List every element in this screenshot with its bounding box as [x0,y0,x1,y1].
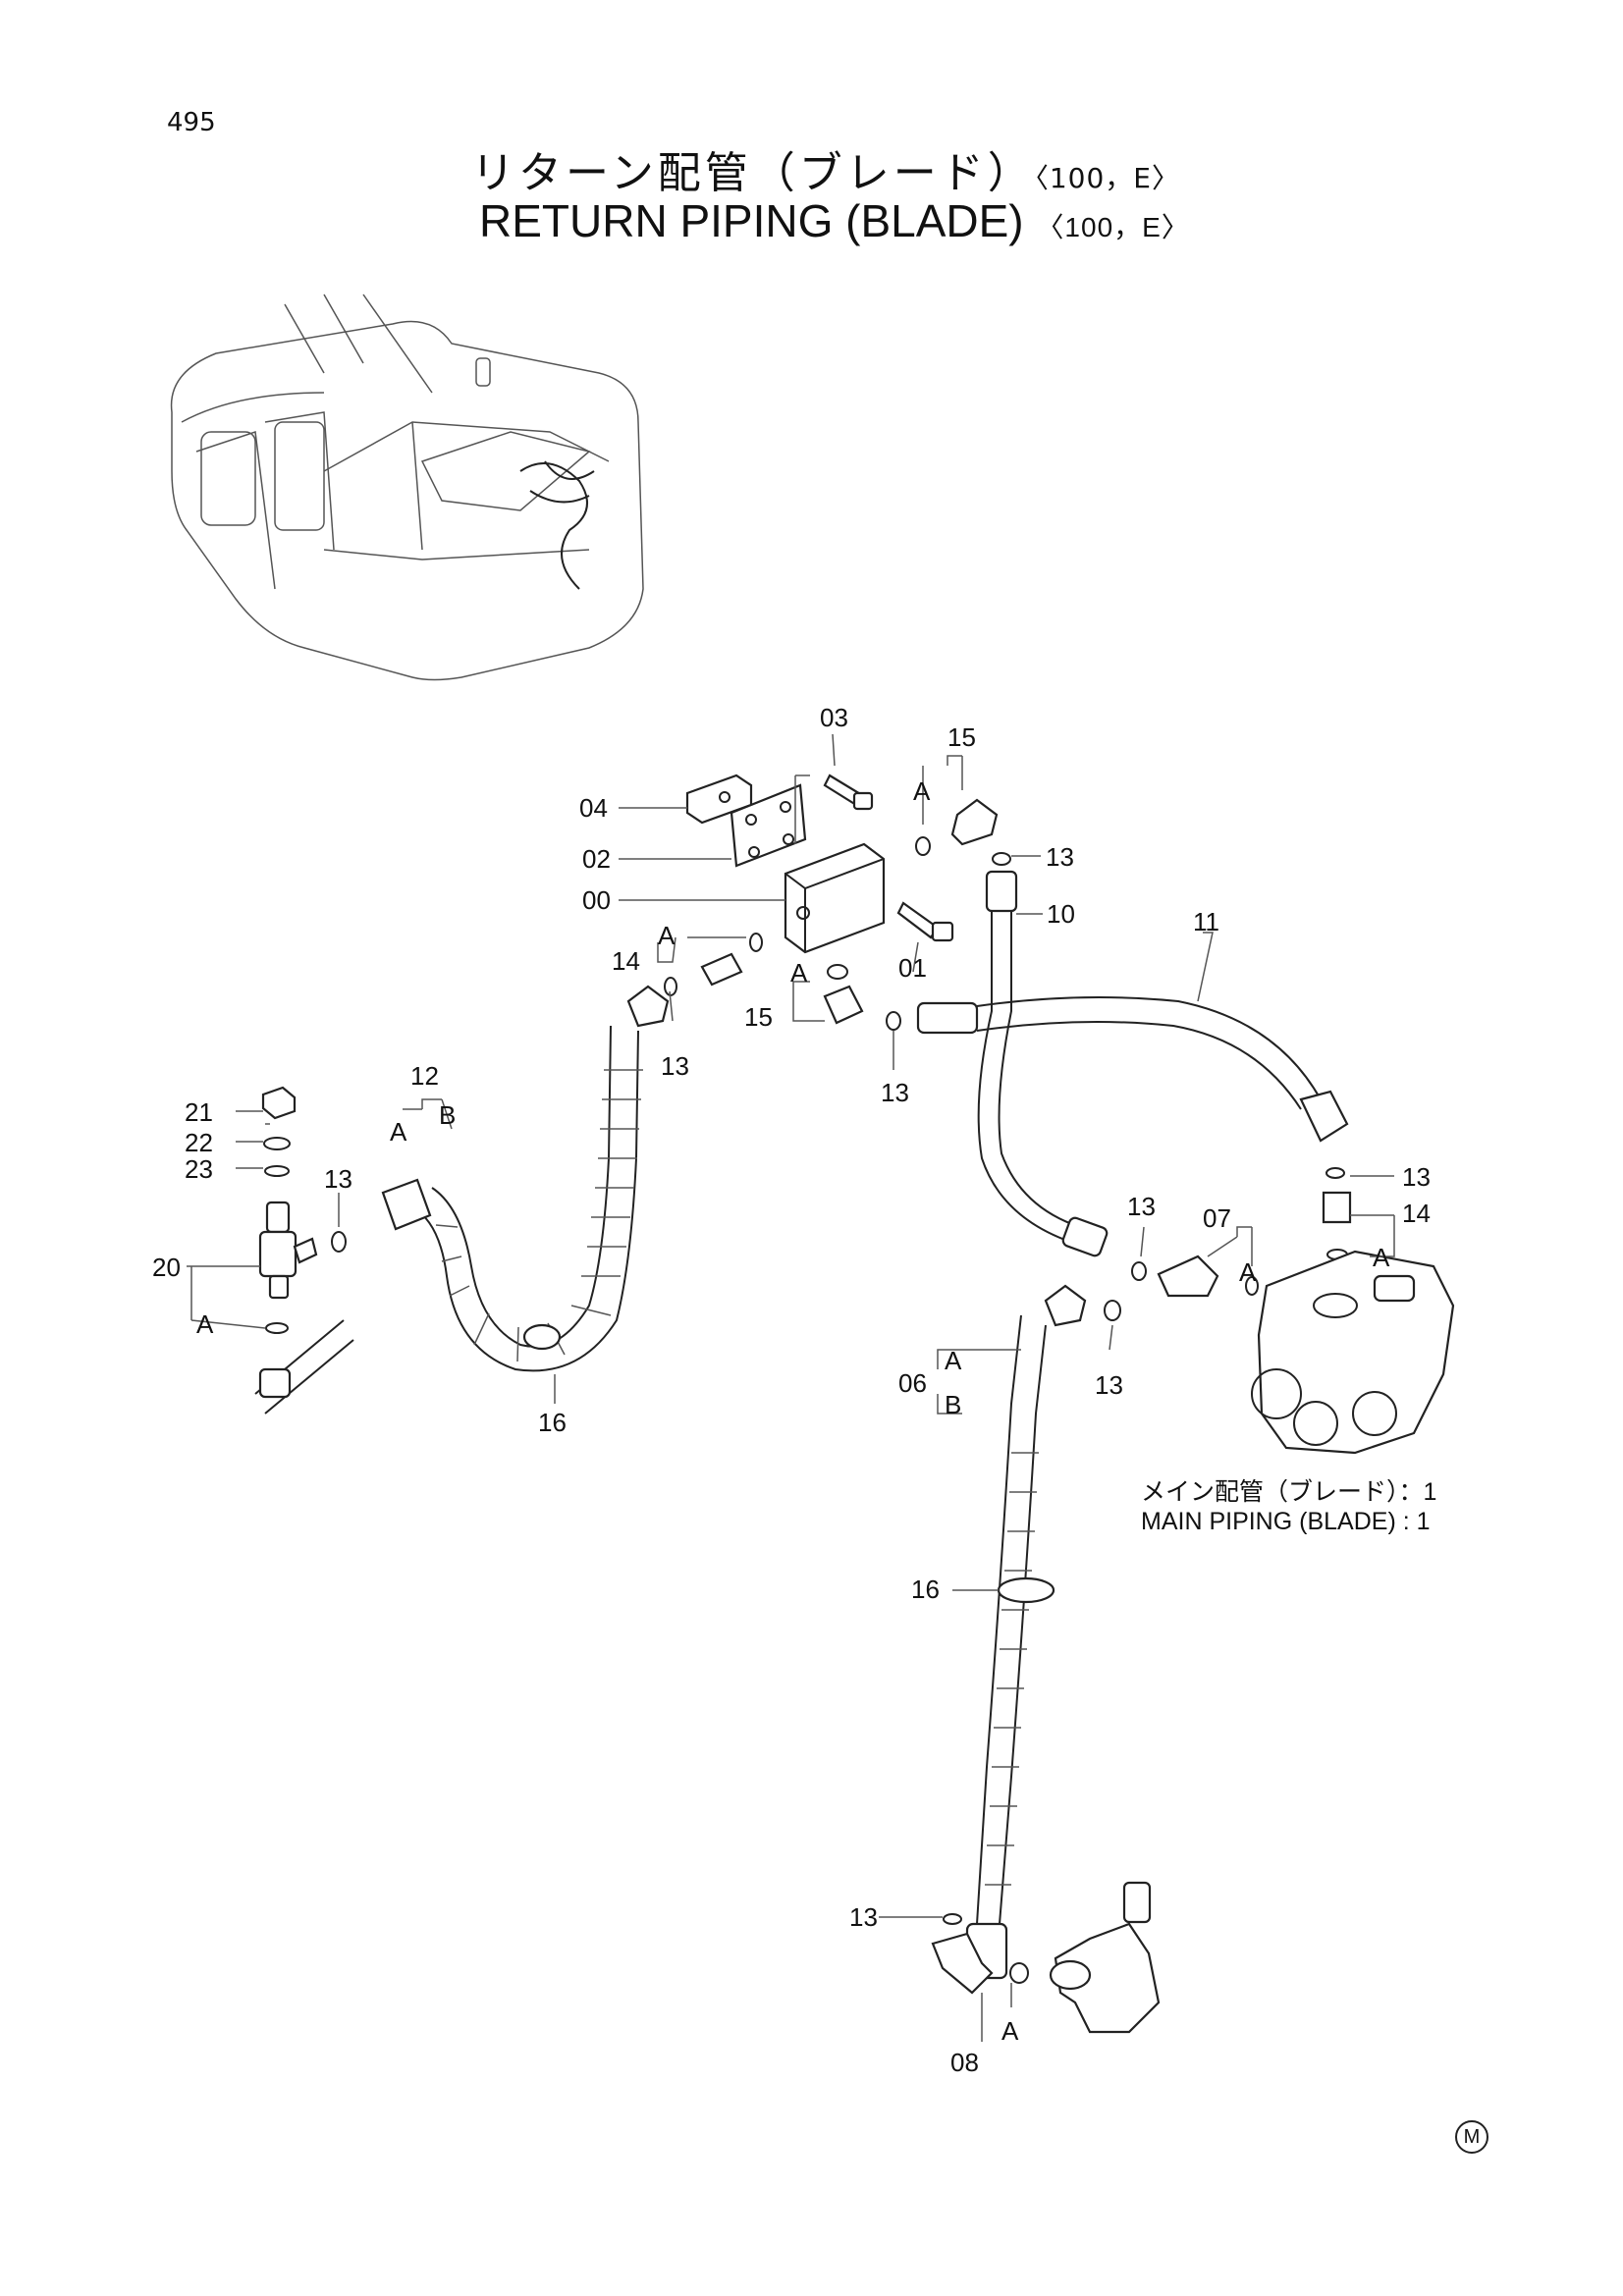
callout-16-lower: 16 [911,1575,940,1604]
callout-13-right-a: 13 [1402,1162,1431,1192]
callout-B-06: B [945,1390,961,1419]
title-variant-jp: 〈100，E〉 [1034,162,1180,194]
callout-A-mid: A [790,958,808,988]
callout-08: 08 [950,2048,979,2077]
hose-06-with-guard [965,1284,1087,1980]
title-english-text: RETURN PIPING (BLADE) [479,195,1024,246]
callout-13-hose06: 13 [1095,1370,1123,1400]
title-japanese: リターン配管（ブレード）〈100，E〉 [471,137,1180,200]
callout-13-mid-a: 13 [661,1051,689,1081]
note-main-piping-en: MAIN PIPING (BLADE) : 1 [1141,1508,1431,1535]
callout-A-block: A [658,921,676,950]
elbow-08-and-motor [931,1881,1161,2034]
callout-13-bottom: 13 [849,1902,878,1932]
title-variant-en: 〈100，E〉 [1036,212,1190,242]
hose-10 [977,870,1109,1257]
callout-12: 12 [410,1061,439,1091]
callout-13-left: 13 [324,1164,352,1194]
callout-06: 06 [898,1368,927,1398]
callout-A-right: A [1373,1243,1390,1272]
callout-04: 04 [579,793,608,823]
callout-20: 20 [152,1253,181,1282]
callout-A-12: A [390,1117,407,1147]
callout-A-07: A [1239,1257,1257,1287]
callout-02: 02 [582,844,611,874]
tee-fitting-20-stack [254,1086,354,1415]
callout-21: 21 [185,1097,213,1127]
page-number: 495 [167,108,216,137]
callout-10: 10 [1047,899,1075,929]
part-callouts: 03 15 A 04 13 02 10 00 11 A 01 14 A 13 1… [152,703,1431,2077]
callout-22: 22 [185,1128,213,1157]
callout-11: 11 [1193,907,1219,936]
callout-14-left: 14 [612,946,640,976]
callout-13-top: 13 [1046,842,1074,872]
callout-15-top: 15 [947,722,976,752]
callout-14-right: 14 [1402,1199,1431,1228]
machine-overview-illustration [170,294,644,681]
title-english: RETURN PIPING (BLADE) 〈100，E〉 [479,194,1190,247]
callout-B-12: B [439,1100,456,1130]
callout-01: 01 [898,953,927,983]
callout-07: 07 [1203,1203,1231,1233]
hose-11 [916,996,1349,1143]
callout-13-valve: 13 [1127,1192,1156,1221]
callout-15-mid: 15 [744,1002,773,1032]
control-valve [1104,1167,1455,1455]
fittings-and-seals [664,798,1011,1031]
maker-mark-badge: M [1455,2120,1488,2154]
note-main-piping-jp: メイン配管（ブレード）：1 [1141,1478,1437,1506]
callout-A-06: A [945,1346,962,1375]
callout-A-bottom: A [1001,2016,1019,2046]
callout-A-top: A [913,776,931,806]
callout-13-mid-b: 13 [881,1078,909,1107]
callout-00: 00 [582,885,611,915]
leader-lines [187,733,1395,2042]
callout-03: 03 [820,703,848,732]
callout-16-left: 16 [538,1408,567,1437]
hose-12-with-guard [381,985,670,1372]
callout-A-20: A [196,1309,214,1339]
callout-23: 23 [185,1154,213,1184]
return-block-assembly [685,774,954,954]
title-japanese-text: リターン配管（ブレード） [471,148,1035,198]
